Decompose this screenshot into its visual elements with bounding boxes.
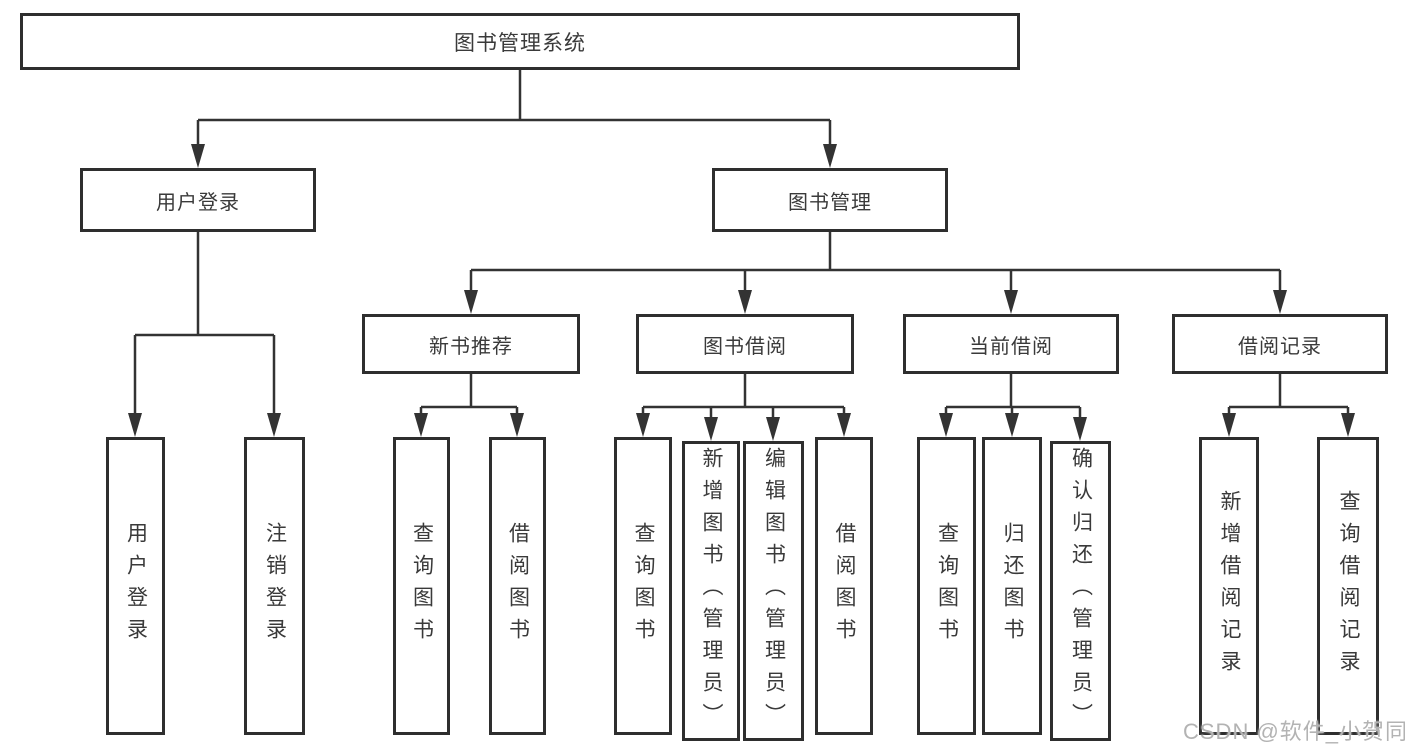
leaf-borrow-books-recommend: 借阅图书	[489, 437, 546, 735]
node-new-book-recommend: 新书推荐	[362, 314, 580, 374]
leaf-label: 确认归还（管理员）	[1069, 447, 1093, 735]
node-label: 图书管理系统	[454, 31, 586, 55]
leaf-query-books-current: 查询图书	[917, 437, 976, 735]
node-label: 当前借阅	[969, 335, 1053, 358]
leaf-label: 借阅图书	[833, 522, 856, 650]
leaf-add-books-admin: 新增图书（管理员）	[682, 441, 740, 741]
node-user-login: 用户登录	[80, 168, 316, 232]
leaf-confirm-return-admin: 确认归还（管理员）	[1050, 441, 1111, 741]
leaf-edit-books-admin: 编辑图书（管理员）	[743, 441, 804, 741]
leaf-label: 新增借阅记录	[1218, 490, 1241, 682]
leaf-label: 查询借阅记录	[1337, 490, 1360, 682]
node-label: 用户登录	[156, 191, 240, 214]
leaf-label: 注销登录	[263, 522, 287, 650]
node-library-management-system: 图书管理系统	[20, 13, 1020, 70]
node-borrow-records: 借阅记录	[1172, 314, 1388, 374]
node-label: 新书推荐	[429, 335, 513, 358]
leaf-query-books-recommend: 查询图书	[393, 437, 450, 735]
leaf-label: 查询图书	[632, 522, 655, 650]
arrowheads	[128, 144, 1355, 441]
leaf-query-borrow-record: 查询借阅记录	[1317, 437, 1379, 735]
node-label: 图书借阅	[703, 335, 787, 358]
node-book-borrow: 图书借阅	[636, 314, 854, 374]
leaf-label: 编辑图书（管理员）	[762, 447, 786, 735]
csdn-watermark: CSDN @软件_小贺同学	[1183, 719, 1405, 744]
leaf-borrow-books: 借阅图书	[815, 437, 873, 735]
leaf-return-books: 归还图书	[982, 437, 1042, 735]
leaf-user-login: 用户登录	[106, 437, 165, 735]
node-current-borrow: 当前借阅	[903, 314, 1119, 374]
leaf-add-borrow-record: 新增借阅记录	[1199, 437, 1259, 735]
leaf-label: 查询图书	[410, 522, 434, 650]
leaf-label: 查询图书	[935, 522, 959, 650]
leaf-logout: 注销登录	[244, 437, 305, 735]
leaf-query-books-borrow: 查询图书	[614, 437, 672, 735]
leaf-label: 用户登录	[124, 522, 148, 650]
leaf-label: 借阅图书	[506, 522, 530, 650]
node-label: 图书管理	[788, 191, 872, 214]
node-book-management: 图书管理	[712, 168, 948, 232]
leaf-label: 归还图书	[1001, 522, 1024, 650]
leaf-label: 新增图书（管理员）	[700, 447, 723, 735]
node-label: 借阅记录	[1238, 335, 1322, 358]
